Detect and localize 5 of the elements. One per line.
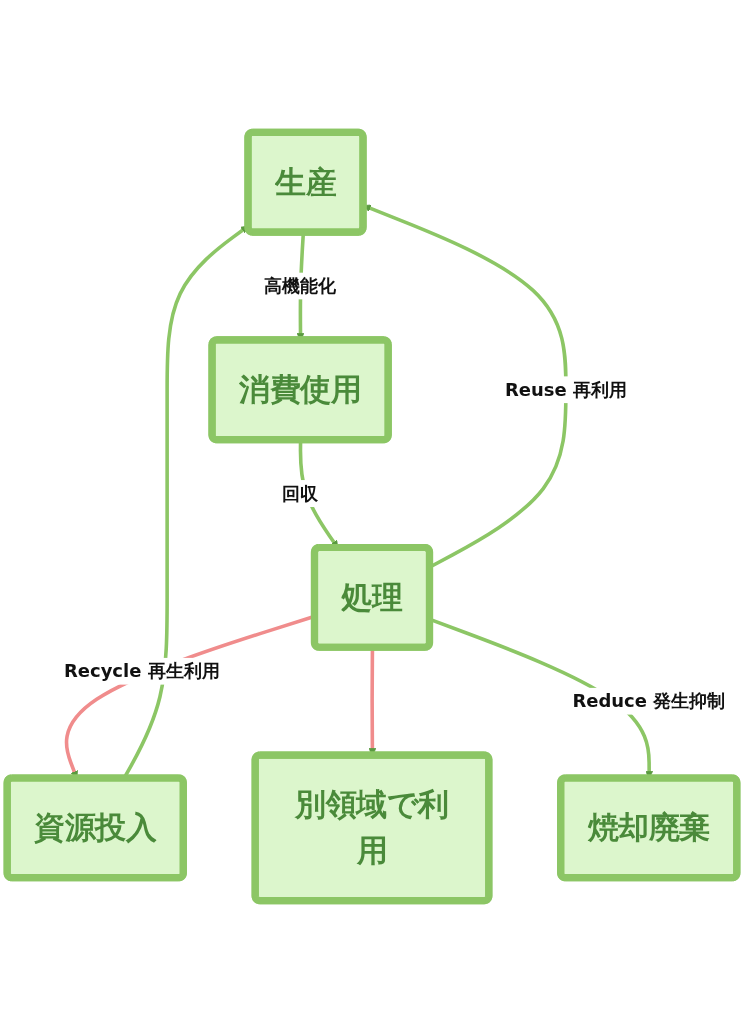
edge-label: 回収 bbox=[282, 482, 319, 505]
edge-label: Reduce 発生抑制 bbox=[572, 690, 726, 712]
edge-label: 高機能化 bbox=[264, 275, 337, 297]
edge-label: Recycle 再生利用 bbox=[63, 660, 220, 682]
edge-label: Reuse 再利用 bbox=[504, 379, 627, 401]
